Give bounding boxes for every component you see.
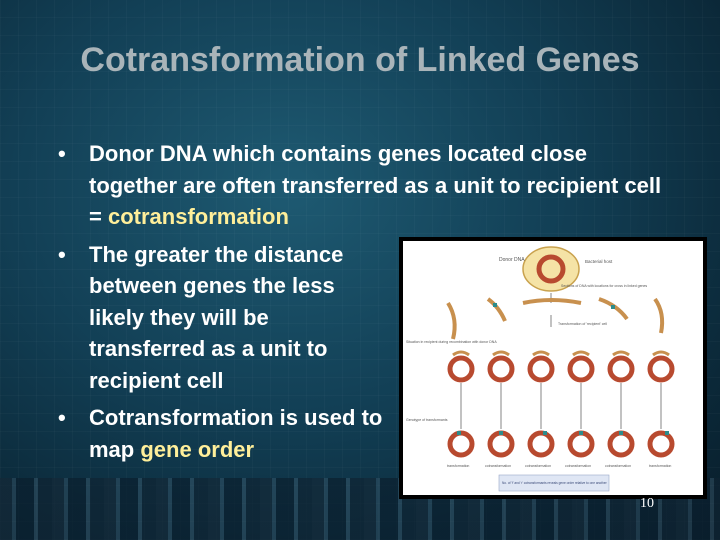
outcome-label: cotransformation [565, 464, 591, 468]
outcome-label: cotransformation [605, 464, 631, 468]
highlight-term: cotransformation [107, 204, 289, 229]
bullet-item-cotransformation: Donor DNA which contains genes located c… [56, 138, 676, 233]
slide-title: Cotransformation of Linked Genes [80, 41, 640, 79]
bullet-item-distance: The greater the distance between genes t… [56, 239, 389, 397]
bullet-text: Cotransformation is used to map [89, 405, 383, 462]
outcome-label: transformation [447, 464, 469, 468]
bullet-item-gene-order: Cotransformation is used to map gene ord… [56, 402, 389, 465]
slide-number: 10 [640, 496, 654, 511]
bullet-text: The greater the distance between genes t… [89, 241, 344, 393]
outcome-label: cotransformation [485, 464, 511, 468]
bullet-list: Donor DNA which contains genes located c… [56, 138, 676, 471]
outcome-label: transformation [649, 464, 671, 468]
outcome-label: cotransformation [525, 464, 551, 468]
label-situation: Situation in recipient during recombinat… [406, 340, 497, 344]
figure-frame: Donor DNA Bacterial host Sections of DNA… [399, 237, 707, 499]
label-genotype: Genotype of transformants [406, 418, 448, 422]
highlight-term: gene order [140, 436, 255, 462]
figure-footnote: No. of 'f' and 'r' cotransformants revea… [502, 481, 608, 485]
label-bacterial-host: Bacterial host [585, 259, 613, 264]
label-transformation: Transformation of 'recipient' cell [558, 322, 607, 326]
label-sections: Sections of DNA with locations for cross… [561, 284, 647, 288]
label-donor-dna: Donor DNA [499, 257, 525, 263]
cotransformation-diagram: Donor DNA Bacterial host Sections of DNA… [403, 241, 703, 495]
bullet-text: Donor DNA which contains genes located c… [89, 141, 662, 229]
